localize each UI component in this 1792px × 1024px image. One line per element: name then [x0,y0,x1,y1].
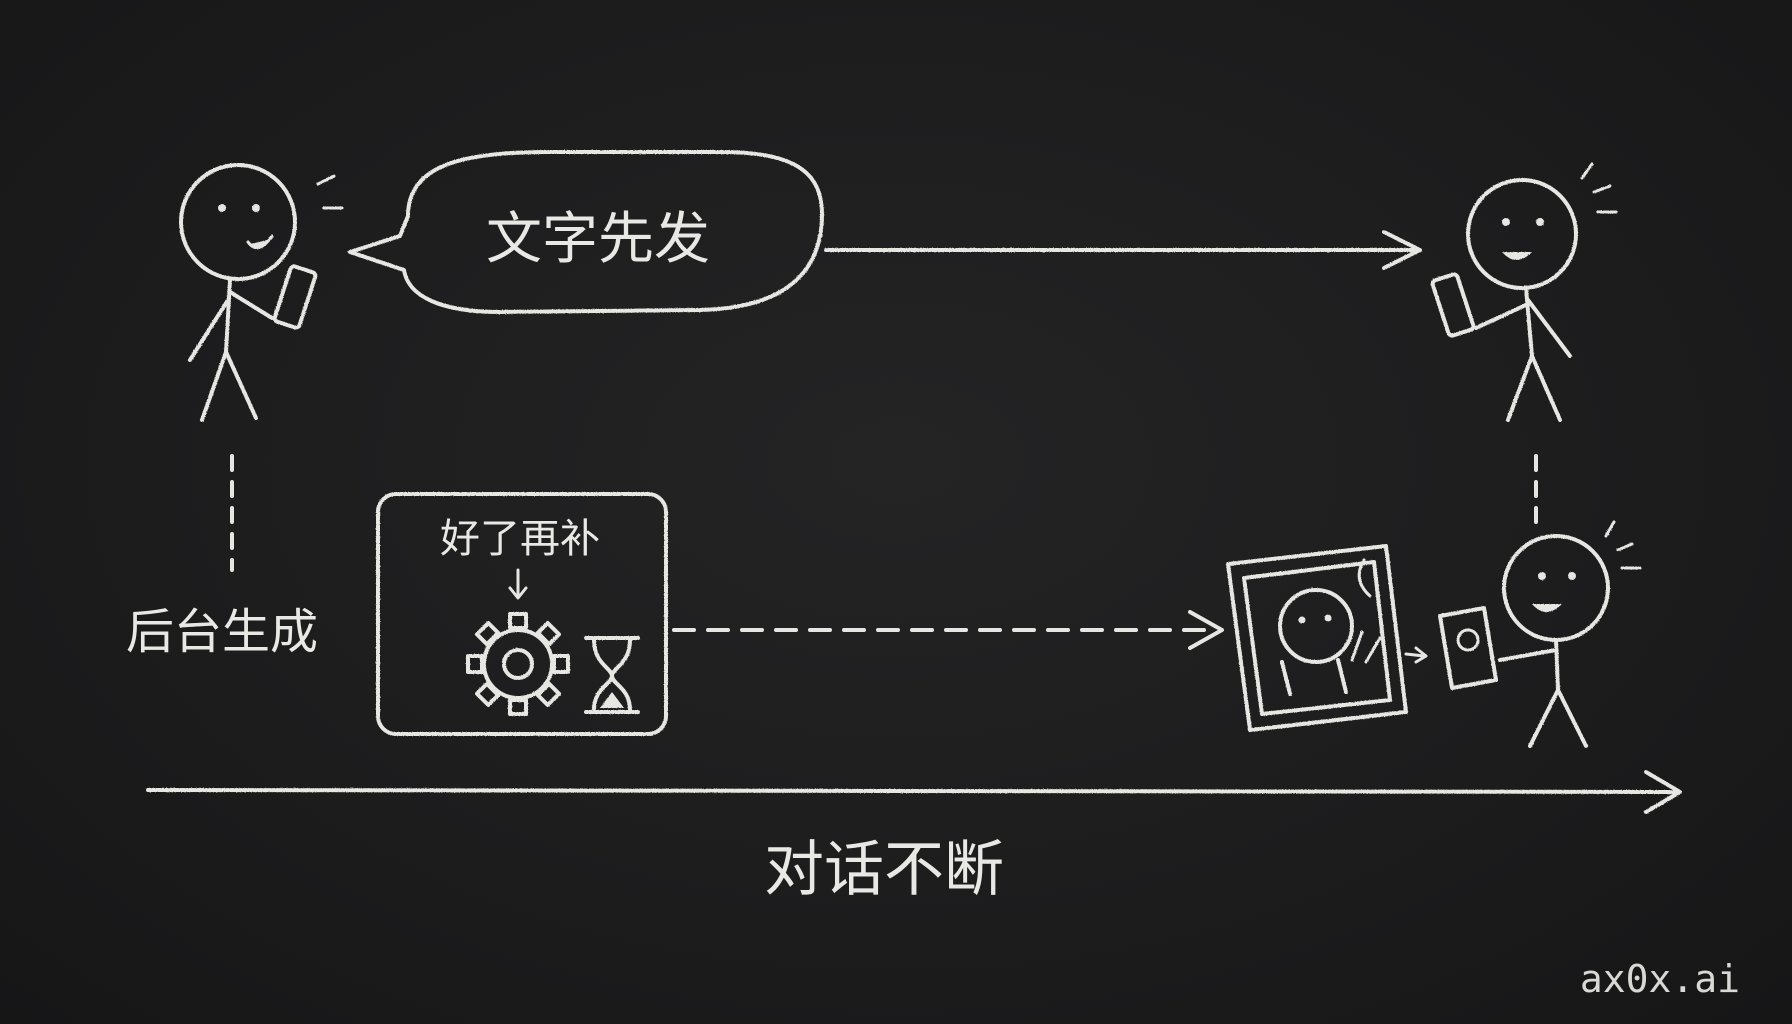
hourglass-icon [584,636,640,714]
speech-bubble-text: 文字先发 [486,207,710,272]
conversation-timeline-arrow [146,770,1682,814]
background-generation-label: 后台生成 [126,604,318,660]
sender-person [179,163,344,422]
processing-box-label: 好了再补 [440,516,600,562]
speech-bubble: 文字先发 [348,150,824,314]
dashed-delivery-arrow [672,610,1224,650]
processing-box: 好了再补 [376,492,668,736]
receiver-person [1430,162,1618,422]
top-arrow [824,230,1422,270]
photo-to-phone-arrow [1404,646,1428,664]
timeline-label: 对话不断 [764,835,1004,905]
gear-icon [466,612,570,716]
watermark: ax0x.ai [1580,957,1740,1001]
generated-photo [1226,544,1408,732]
receiver-with-photo-person [1438,520,1642,748]
